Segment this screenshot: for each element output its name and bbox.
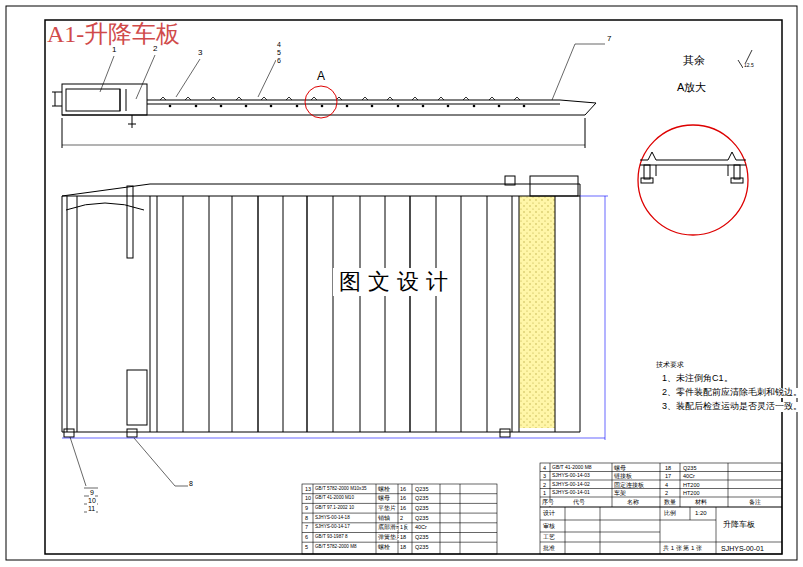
note-text: 2、零件装配前应清除毛刺和锐边。 [661, 388, 803, 398]
table-header: 序号 [541, 499, 555, 506]
title-block-cell: 批准 [542, 545, 556, 552]
roughness-value: 12.5 [743, 63, 755, 69]
callout-number: 2 [152, 45, 158, 54]
table-cell: Q235 [414, 544, 429, 550]
table-cell: 7 [304, 524, 309, 530]
callout-number: 5 [276, 49, 282, 57]
table-cell: Q235 [414, 486, 429, 492]
table-cell: 18 [399, 544, 407, 550]
table-cell: 4 [542, 465, 547, 471]
table-cell: 2 [399, 515, 404, 521]
table-cell: GB/T 93-1987 8 [314, 534, 349, 539]
table-cell: 螺栓 [377, 486, 391, 492]
table-cell: 4 [664, 482, 669, 488]
callout-number: 9 [89, 489, 95, 497]
title-block-cell: 共 1 张 第 1 张 [662, 545, 703, 552]
title-block-cell: 审核 [542, 523, 556, 530]
table-cell: 8 [304, 515, 309, 521]
table-cell: 平垫片 [377, 505, 397, 511]
table-cell: HT200 [682, 482, 701, 488]
table-cell: Q235 [414, 534, 429, 540]
table-cell: SJHYS-00-14-01 [551, 490, 591, 496]
table-cell: GB/T 97.1-2002 10 [314, 505, 355, 510]
table-cell: Q235 [414, 495, 429, 501]
callout-number: 6 [276, 57, 282, 65]
table-cell: 9 [304, 505, 309, 511]
title-block-cell: 1:20 [694, 510, 708, 517]
table-cell: 2 [664, 490, 669, 496]
title-block-cell: 设计 [542, 510, 556, 517]
table-cell: GB/T 41-2000 M8 [551, 465, 593, 471]
table-cell: 1 [399, 524, 404, 530]
table-cell: 18 [664, 465, 672, 471]
table-cell: 18 [399, 534, 407, 540]
table-cell: GB/T 5782-2000 M8 [314, 544, 358, 549]
table-cell: 10 [304, 495, 312, 501]
table-cell: 16 [399, 505, 407, 511]
table-cell: GB/T 41-2000 M10 [314, 495, 355, 500]
table-cell: SJHYS-00-14-18 [314, 515, 351, 520]
title-block-cell: SJHYS-00-01 [720, 545, 765, 553]
table-cell: SJHYS-00-14-03 [551, 473, 591, 479]
table-cell: Q235 [682, 465, 697, 471]
note-heading: 技术要求 [655, 361, 685, 369]
table-cell: SJHYS-00-14-02 [551, 482, 591, 488]
table-cell: 16 [399, 495, 407, 501]
table-header: 数量 [663, 499, 677, 506]
view-label: A [316, 70, 326, 83]
table-cell: SJHYS-00-14-17 [314, 524, 351, 529]
table-cell: 销轴 [377, 515, 391, 521]
callout-number: 7 [606, 35, 612, 44]
callout-number: 4 [276, 41, 282, 49]
table-cell: 底部滑动板 [377, 524, 409, 530]
table-cell: HT200 [682, 490, 701, 496]
table-cell: Q235 [414, 515, 429, 521]
table-cell: 螺母 [613, 465, 627, 471]
table-cell: 螺栓 [377, 544, 391, 550]
table-cell: 6 [304, 534, 309, 540]
table-header: 材料 [694, 499, 708, 506]
table-cell: 40Cr [682, 473, 696, 479]
table-cell: 螺母 [377, 495, 391, 501]
table-cell: 16 [399, 486, 407, 492]
table-cell: Q235 [414, 505, 429, 511]
table-cell: 2 [542, 482, 547, 488]
table-cell: 1 [542, 490, 547, 496]
title-block-cell: 工艺 [542, 534, 556, 541]
sheet-title: A1-升降车板 [46, 21, 181, 47]
table-cell: 40Cr [414, 524, 428, 530]
title-block-cell: 升降车板 [722, 521, 756, 530]
callout-number: 10 [87, 497, 97, 505]
note-text: 其余 [682, 54, 706, 66]
callout-number: 1 [111, 46, 117, 55]
callout-number: 3 [197, 49, 203, 58]
table-cell: 3 [542, 473, 547, 479]
table-cell: 链接板 [613, 473, 633, 479]
table-cell: 5 [304, 544, 309, 550]
view-label: A放大 [676, 81, 707, 93]
table-cell: 固定连接板 [613, 482, 645, 488]
callout-number: 8 [188, 480, 194, 488]
watermark: 图 文 设 计 [333, 268, 454, 296]
table-cell: 车架 [613, 490, 627, 496]
table-cell: 13 [304, 486, 312, 492]
note-text: 1、未注倒角C1。 [661, 374, 734, 384]
table-header: 代号 [572, 499, 586, 506]
title-block-cell: 比例 [663, 510, 677, 517]
callout-number: 11 [87, 505, 96, 513]
table-cell: GB/T 5782-2000 M10x35 [314, 486, 368, 491]
note-text: 3、装配后检查运动是否灵活一致。 [661, 402, 803, 412]
table-header: 名称 [626, 499, 640, 506]
table-header: 备注 [748, 499, 762, 506]
table-cell: 17 [664, 473, 672, 479]
